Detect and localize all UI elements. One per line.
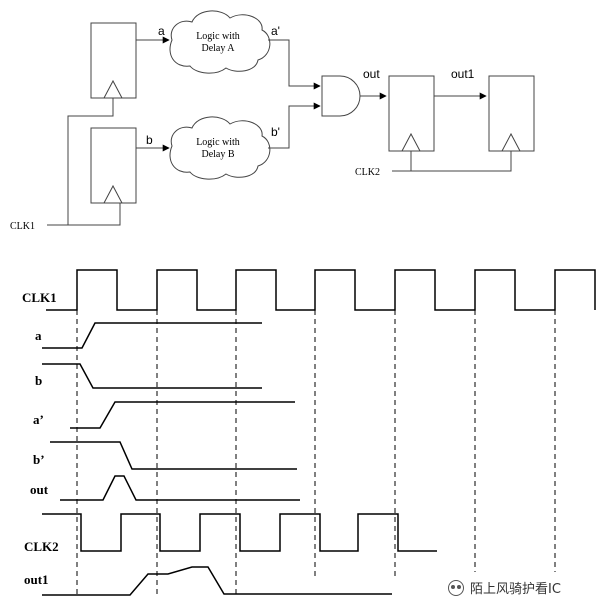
- wechat-icon: [448, 579, 464, 596]
- timing-label-out1: out1: [24, 572, 49, 587]
- and-gate: [321, 75, 361, 117]
- flipflop-b-clock-triangle: [103, 184, 123, 204]
- logic-cloud-b: [169, 116, 271, 180]
- waveform-clk2: [42, 513, 437, 552]
- flipflop-b: [90, 127, 137, 204]
- watermark-text: 陌上风骑护看IC: [470, 582, 561, 597]
- timing-label-a: a: [35, 328, 42, 343]
- timing-label-clk1: CLK1: [22, 290, 57, 305]
- label-clk1: CLK1: [10, 221, 35, 232]
- waveform-b: [42, 363, 262, 389]
- waveform-b-prime: [50, 441, 297, 470]
- logic-cloud-a: [169, 10, 271, 74]
- wire-b-prime: [268, 102, 321, 149]
- timing-label-out: out: [30, 482, 49, 497]
- flipflop-c-clock-triangle: [401, 132, 421, 152]
- flipflop-c: [388, 75, 435, 152]
- clk1-wire-a: [67, 98, 114, 225]
- flipflop-d: [488, 75, 535, 152]
- timing-label-a-prime: a’: [33, 412, 44, 427]
- label-clk2: CLK2: [355, 167, 380, 178]
- flipflop-d-clock-triangle: [501, 132, 521, 152]
- timing-label-b-prime: b’: [33, 452, 45, 467]
- waveform-clk1: [46, 269, 596, 311]
- waveform-out1: [42, 566, 392, 596]
- waveforms: [42, 269, 596, 596]
- logic-b-line1: Logic with: [196, 137, 240, 148]
- logic-a-line2: Delay A: [201, 43, 235, 54]
- label-b-prime: b': [271, 125, 280, 139]
- waveform-a: [42, 322, 262, 349]
- waveform-a-prime: [70, 401, 295, 429]
- wire-a-prime: [268, 39, 321, 90]
- logic-a-line1: Logic with: [196, 31, 240, 42]
- reference-lines: [76, 310, 556, 596]
- label-out1: out1: [451, 67, 475, 81]
- clk1-wire-b: [47, 203, 121, 226]
- label-b: b: [146, 133, 153, 147]
- waveform-out: [60, 475, 300, 501]
- logic-b-line2: Delay B: [201, 149, 234, 160]
- timing-label-clk2: CLK2: [24, 539, 59, 554]
- label-a: a: [158, 24, 165, 38]
- clk2-wire: [392, 151, 512, 172]
- flipflop-a-clock-triangle: [103, 79, 123, 99]
- label-out: out: [363, 67, 380, 81]
- schematic: [47, 10, 535, 226]
- watermark: 陌上风骑护看IC: [448, 578, 561, 597]
- flipflop-a: [90, 22, 137, 99]
- label-a-prime: a': [271, 24, 280, 38]
- timing-label-b: b: [35, 373, 42, 388]
